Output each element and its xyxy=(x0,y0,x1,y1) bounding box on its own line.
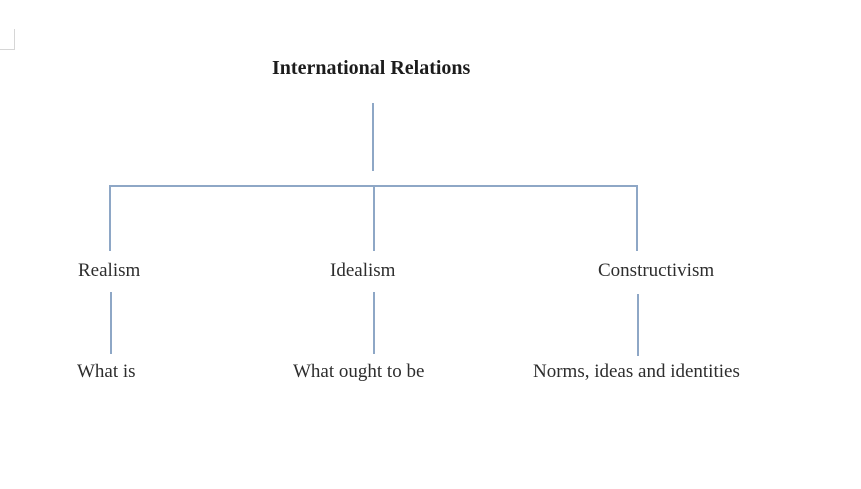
connector-sub-realism xyxy=(110,292,112,354)
connector-sub-idealism xyxy=(373,292,375,354)
diagram-title: International Relations xyxy=(272,57,471,79)
connector-drop-realism xyxy=(109,186,111,251)
description-idealism: What ought to be xyxy=(293,361,425,382)
page-corner-mark xyxy=(0,29,15,50)
connector-sub-constructivism xyxy=(637,294,639,356)
connector-root-trunk xyxy=(372,103,374,171)
node-idealism: Idealism xyxy=(330,260,396,281)
connector-drop-idealism xyxy=(373,186,375,251)
connector-horizontal-bar xyxy=(109,185,638,187)
node-constructivism: Constructivism xyxy=(598,260,715,281)
description-constructivism: Norms, ideas and identities xyxy=(533,361,740,382)
description-realism: What is xyxy=(77,361,136,382)
node-realism: Realism xyxy=(78,260,141,281)
connector-drop-constructivism xyxy=(636,186,638,251)
